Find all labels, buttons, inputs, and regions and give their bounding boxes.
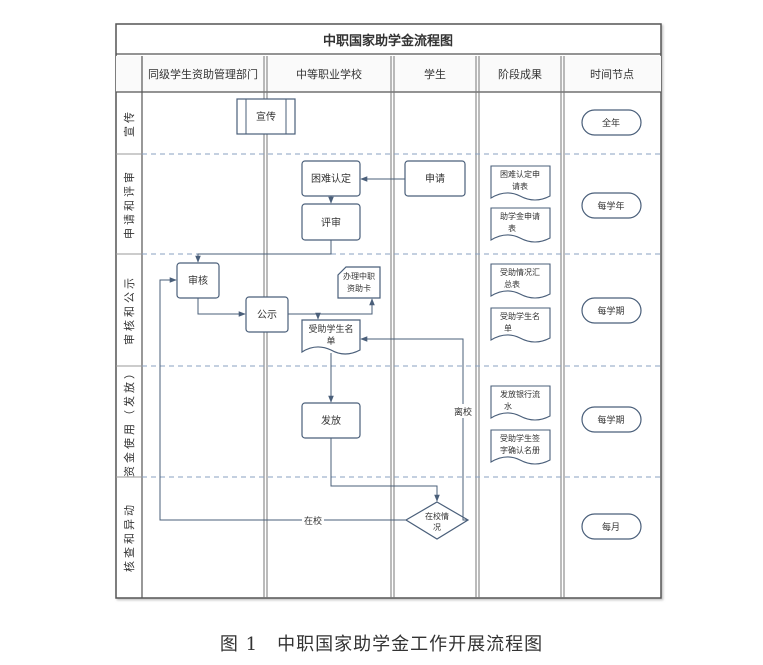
edge-status-leave-to-list bbox=[360, 336, 468, 521]
svg-text:办理中职: 办理中职 bbox=[343, 271, 375, 281]
svg-text:受助情况汇: 受助情况汇 bbox=[500, 267, 540, 277]
svg-text:发放银行流: 发放银行流 bbox=[500, 389, 540, 399]
edge-distribute-to-status bbox=[330, 438, 440, 502]
column-header-department: 同级学生资助管理部门 bbox=[148, 67, 258, 81]
svg-text:请表: 请表 bbox=[512, 181, 528, 191]
column-header-student: 学生 bbox=[424, 67, 446, 81]
timing-terminator-year-round: 全年 bbox=[581, 109, 642, 136]
timing-terminator-per-semester-2: 每学期 bbox=[581, 406, 642, 433]
svg-text:每学年: 每学年 bbox=[597, 200, 624, 212]
edge-label-at-school: 在校 bbox=[304, 515, 322, 527]
timing-terminator-per-school-year: 每学年 bbox=[581, 192, 642, 219]
svg-text:全年: 全年 bbox=[602, 117, 620, 129]
svg-text:评审: 评审 bbox=[321, 216, 341, 229]
node-publish: 公示 bbox=[245, 296, 289, 333]
svg-text:助学金申请: 助学金申请 bbox=[500, 211, 540, 221]
svg-text:每学期: 每学期 bbox=[597, 305, 624, 317]
edge-label-leave-school: 离校 bbox=[454, 406, 472, 418]
result-doc-bank-statement: 发放银行流 水 bbox=[490, 385, 551, 421]
svg-text:单: 单 bbox=[504, 323, 512, 333]
svg-text:在校情: 在校情 bbox=[425, 511, 449, 521]
svg-text:水: 水 bbox=[504, 401, 512, 411]
svg-text:公示: 公示 bbox=[257, 310, 277, 321]
svg-text:况: 况 bbox=[433, 523, 441, 532]
row-label-publicity: 宣传 bbox=[122, 109, 136, 137]
svg-text:发放: 发放 bbox=[321, 414, 341, 427]
node-review: 评审 bbox=[301, 203, 361, 241]
flowchart-diagram: 中职国家助学金流程图 同级学生资助管理部门 中等职业学校 学生 阶段成果 时间节… bbox=[115, 23, 662, 599]
result-doc-summary-table: 受助情况汇 总表 bbox=[490, 263, 551, 299]
node-publicity: 宣传 bbox=[236, 98, 296, 135]
result-doc-recipient-list: 受助学生名 单 bbox=[490, 307, 551, 343]
node-apply: 申请 bbox=[404, 160, 466, 197]
svg-text:表: 表 bbox=[508, 223, 516, 233]
node-school-status-decision: 在校情 况 bbox=[404, 501, 470, 540]
svg-text:字确认名册: 字确认名册 bbox=[500, 445, 540, 455]
result-doc-difficulty-form: 困难认定申 请表 bbox=[490, 165, 551, 201]
svg-text:受助学生名: 受助学生名 bbox=[308, 323, 353, 335]
node-audit: 审核 bbox=[176, 262, 220, 299]
svg-text:审核: 审核 bbox=[188, 274, 208, 287]
row-label-apply-review: 申请和评审 bbox=[122, 169, 136, 239]
svg-text:总表: 总表 bbox=[504, 279, 520, 289]
svg-text:单: 单 bbox=[326, 335, 335, 347]
diagram-title: 中职国家助学金流程图 bbox=[323, 33, 453, 49]
column-header-school: 中等职业学校 bbox=[296, 67, 362, 81]
svg-text:宣传: 宣传 bbox=[256, 110, 276, 123]
node-funding-card: 办理中职 资助卡 bbox=[337, 266, 381, 299]
node-recipient-list: 受助学生名 单 bbox=[301, 319, 361, 355]
figure-caption: 图 1 中职国家助学金工作开展流程图 bbox=[219, 634, 544, 655]
result-doc-signed-roster: 受助学生签 字确认名册 bbox=[490, 429, 551, 465]
row-label-check-change: 核查和异动 bbox=[122, 502, 136, 572]
svg-text:困难认定申: 困难认定申 bbox=[500, 169, 540, 179]
svg-text:每学期: 每学期 bbox=[597, 414, 624, 426]
column-header-timing: 时间节点 bbox=[590, 68, 634, 81]
svg-text:申请: 申请 bbox=[425, 172, 445, 185]
edge-audit-to-publish bbox=[197, 298, 246, 317]
edge-publish-to-list bbox=[288, 312, 321, 320]
column-header-results: 阶段成果 bbox=[498, 67, 542, 81]
row-label-fund-usage: 资金使用（发放） bbox=[122, 365, 136, 477]
timing-terminator-monthly: 每月 bbox=[581, 513, 642, 540]
timing-terminator-per-semester-1: 每学期 bbox=[581, 297, 642, 324]
node-distribute: 发放 bbox=[301, 402, 361, 439]
diagram-frame bbox=[115, 23, 662, 599]
svg-text:每月: 每月 bbox=[602, 521, 620, 533]
row-label-audit-publish: 审核和公示 bbox=[122, 275, 136, 345]
svg-text:受助学生名: 受助学生名 bbox=[500, 311, 540, 321]
edge-review-to-audit bbox=[195, 240, 332, 263]
result-doc-grant-form: 助学金申请 表 bbox=[490, 207, 551, 243]
svg-text:资助卡: 资助卡 bbox=[347, 283, 371, 293]
svg-text:受助学生签: 受助学生签 bbox=[500, 433, 540, 443]
node-difficulty-identification: 困难认定 bbox=[301, 160, 361, 197]
svg-text:困难认定: 困难认定 bbox=[311, 172, 351, 185]
edge-status-atschool-to-audit bbox=[159, 277, 406, 521]
